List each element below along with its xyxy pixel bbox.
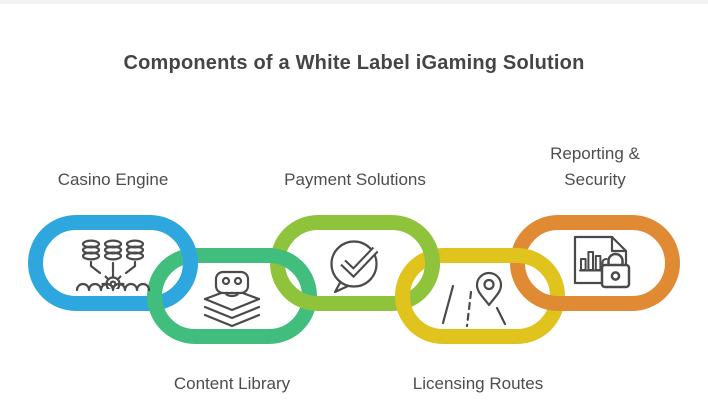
- bubble: [330, 240, 378, 288]
- road-location-pin-icon: [441, 271, 507, 328]
- document-fold-corner: [610, 235, 628, 253]
- pin-center-dot: [483, 278, 495, 291]
- lock-keyhole: [610, 271, 621, 281]
- lock-shackle: [607, 252, 624, 267]
- feed-line-right: [124, 260, 137, 275]
- label-reporting-security: Reporting & Security: [550, 144, 640, 189]
- label-content-library: Content Library: [173, 374, 291, 393]
- weave-patch-1-over-2: [173, 239, 198, 273]
- layer-3: [203, 313, 261, 328]
- coin-stacks: [81, 239, 145, 261]
- layer-2: [203, 305, 261, 320]
- chat-checkmark-icon: [330, 240, 379, 294]
- road-edge-right: [495, 306, 507, 326]
- bar-chart: [579, 251, 608, 272]
- road-center-dashed: [465, 290, 473, 328]
- controller-body: [214, 270, 250, 295]
- weave-patch-3-over-4: [415, 240, 440, 274]
- document-chart-lock-icon: [573, 235, 631, 289]
- controller-notch: [224, 291, 240, 298]
- game-controller-layers-icon: [203, 270, 261, 328]
- label-licensing-routes: Licensing Routes: [412, 374, 544, 393]
- label-casino-engine: Casino Engine: [57, 169, 169, 189]
- top-strip: [0, 0, 708, 4]
- road-edge-left: [441, 284, 455, 325]
- layer-1: [203, 297, 261, 312]
- controller-button-left: [221, 276, 231, 286]
- feed-line-left: [89, 260, 102, 275]
- page-title: Components of a White Label iGaming Solu…: [123, 52, 585, 74]
- label-payment-solutions: Payment Solutions: [284, 169, 426, 189]
- coins-engine-icon: [75, 239, 151, 292]
- wave-line: [75, 282, 151, 292]
- controller-button-right: [233, 276, 243, 286]
- checkmark-core: [341, 248, 377, 276]
